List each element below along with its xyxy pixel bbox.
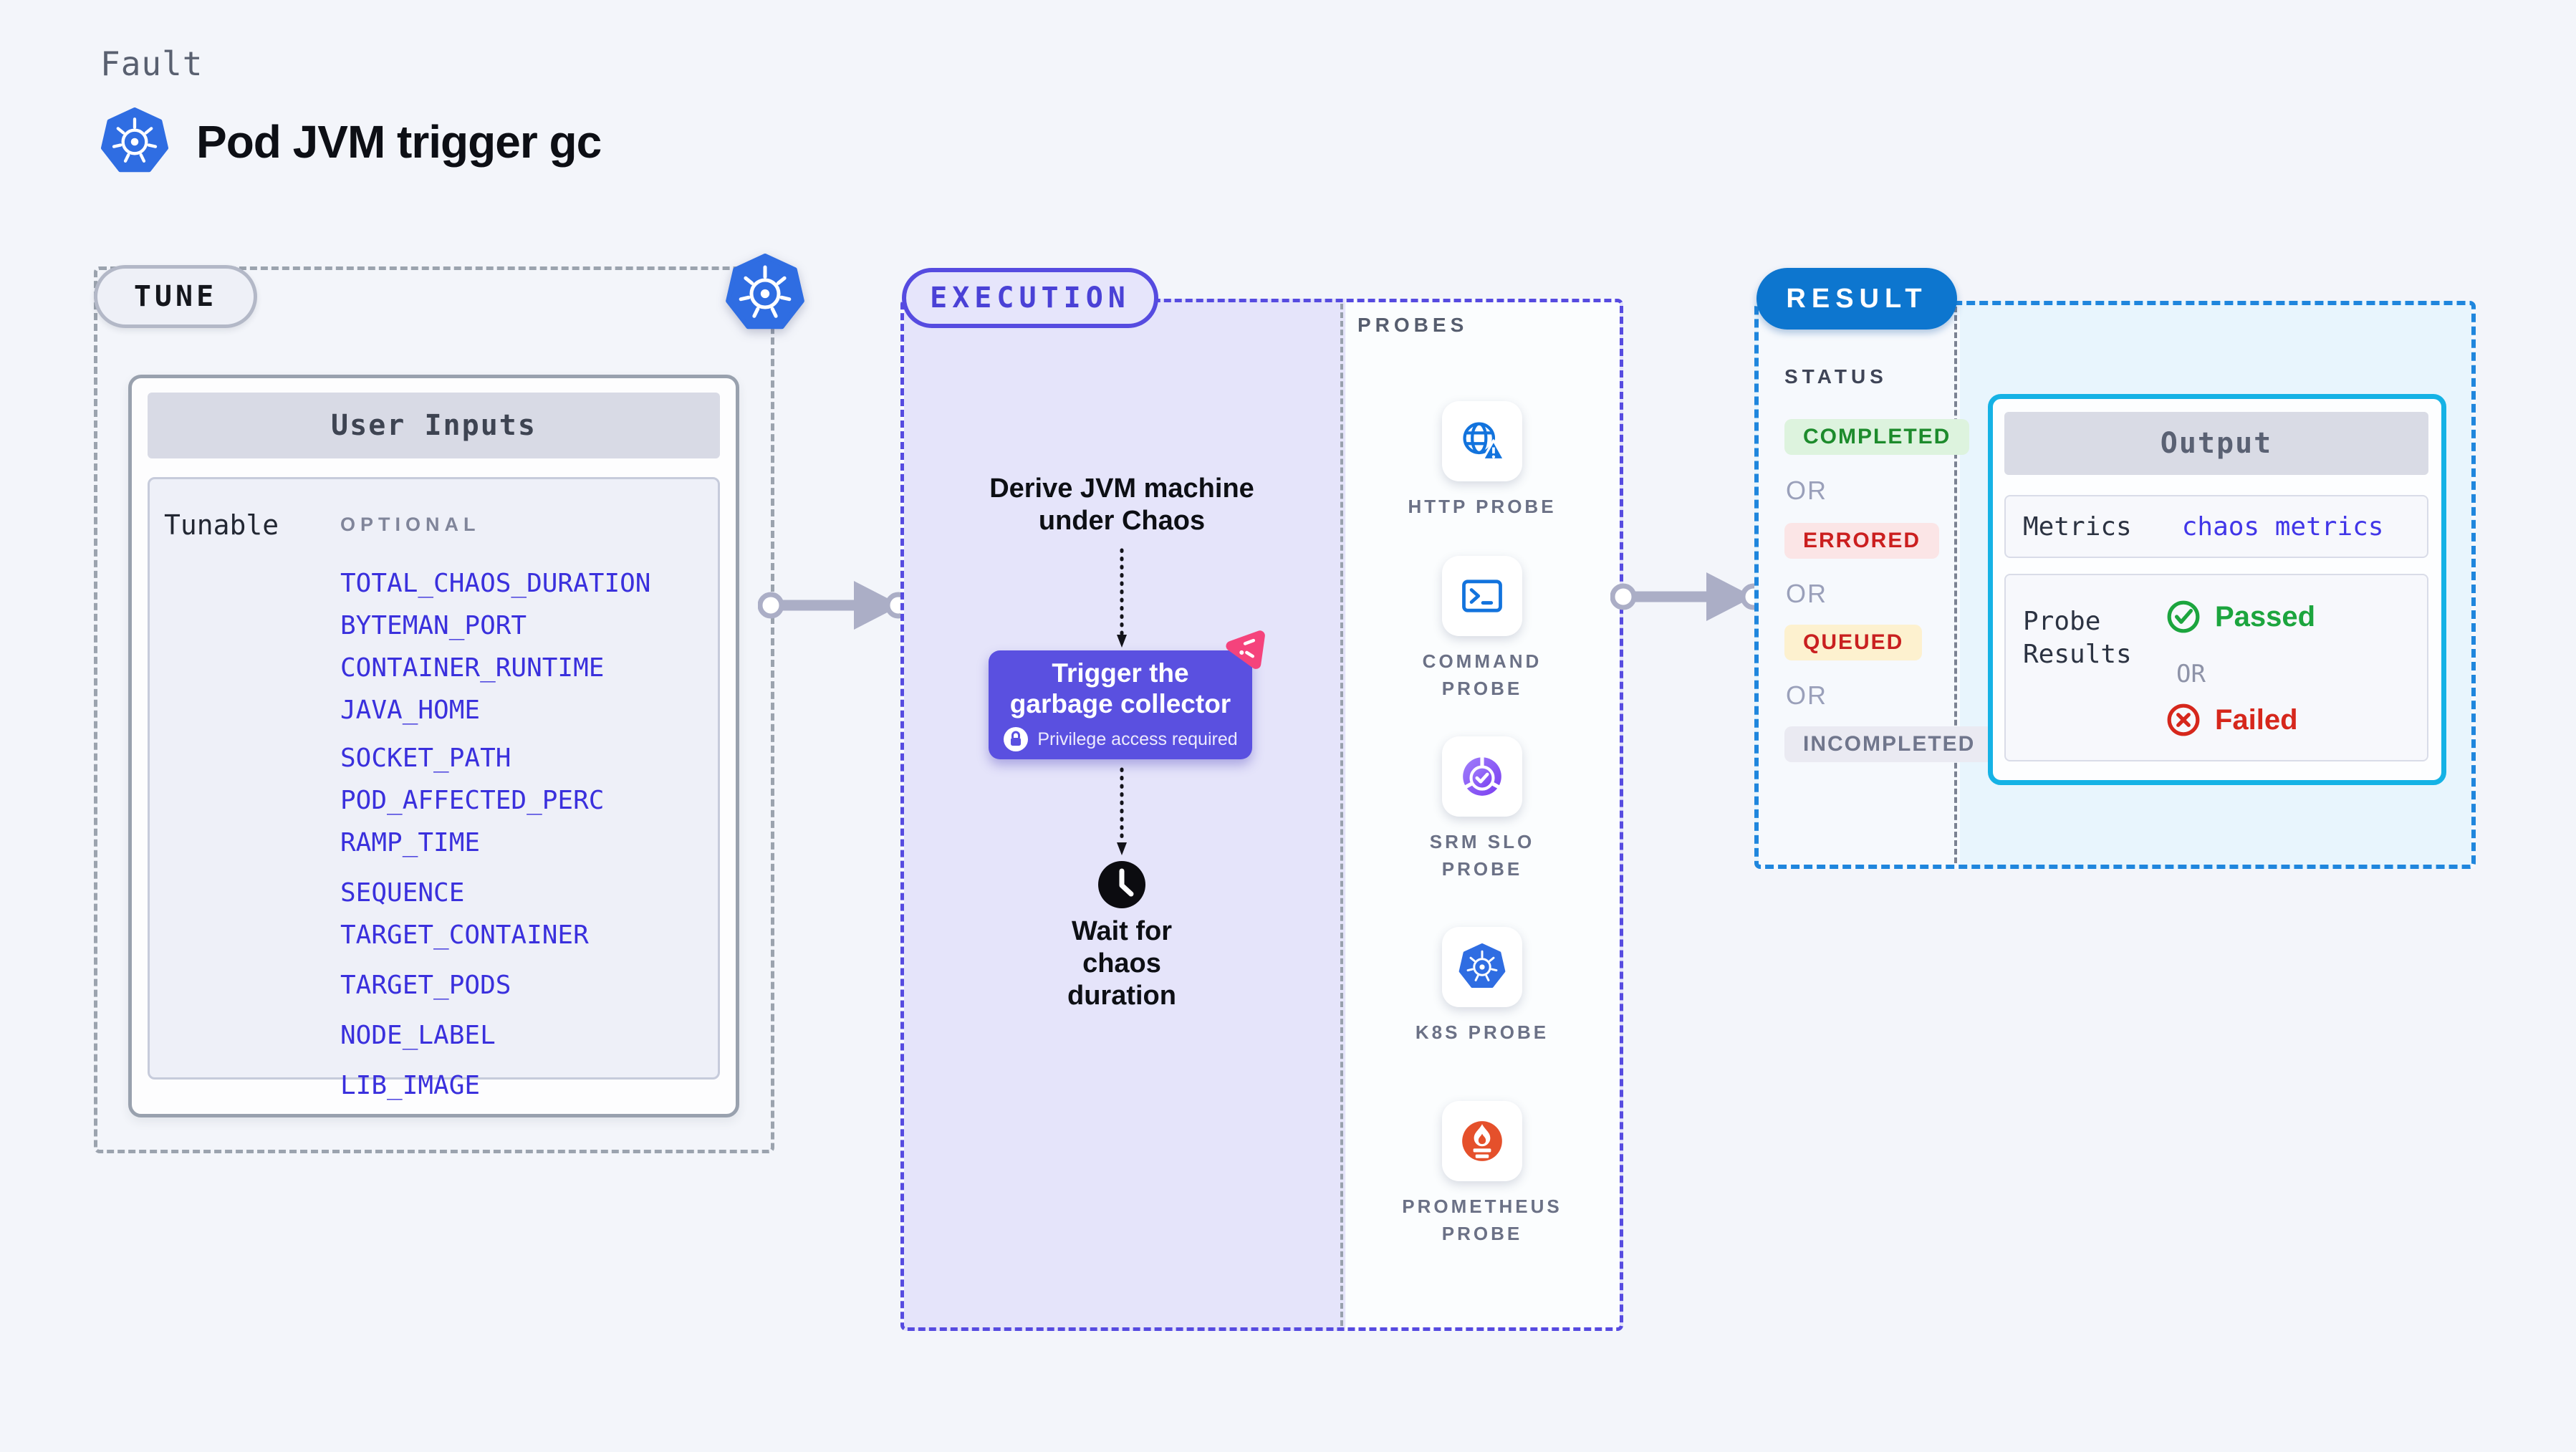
tunable-input[interactable]: SEQUENCE	[340, 878, 465, 908]
tunable-input[interactable]: TARGET_PODS	[340, 971, 511, 1000]
status-badge-completed: COMPLETED	[1784, 419, 1970, 455]
kubernetes-icon	[1458, 943, 1506, 991]
status-badge-errored: ERRORED	[1784, 523, 1940, 559]
terminal-icon	[1462, 580, 1502, 612]
chaos-pink-icon	[1226, 630, 1265, 669]
probe-item-command: COMMAND PROBE	[1388, 556, 1576, 702]
privilege-note-text: Privilege access required	[1037, 729, 1238, 749]
failed-label: Failed	[2215, 703, 2298, 736]
probe-name: SRM SLO PROBE	[1429, 831, 1535, 880]
page-header: Pod JVM trigger gc	[100, 107, 602, 176]
status-badge-incompleted: INCOMPLETED	[1784, 726, 1994, 762]
prometheus-probe-card[interactable]	[1442, 1101, 1522, 1181]
kubernetes-icon	[725, 254, 805, 334]
kubernetes-icon	[100, 107, 169, 176]
tunable-input[interactable]: TOTAL_CHAOS_DURATION	[340, 569, 651, 598]
dotted-connector-down	[1117, 548, 1127, 648]
tunable-label: Tunable	[164, 509, 279, 541]
metrics-row: Metrics chaos metrics	[2004, 495, 2428, 558]
metrics-label: Metrics	[2023, 511, 2132, 542]
probe-results-row: Probe Results Passed OR Failed	[2004, 574, 2428, 761]
dotted-connector-down	[1117, 767, 1127, 855]
flow-arrow-tune-to-execution	[758, 581, 912, 630]
tunable-input[interactable]: POD_AFFECTED_PERC	[340, 786, 605, 815]
http-probe-card[interactable]	[1442, 401, 1522, 481]
flow-arrow-execution-to-result	[1610, 572, 1767, 621]
probe-item-k8s: K8S PROBE	[1388, 927, 1576, 1046]
probe-item-http: HTTP PROBE	[1388, 401, 1576, 520]
output-card: Output Metrics chaos metrics Probe Resul…	[1988, 394, 2446, 785]
probes-section-label: PROBES	[1357, 314, 1469, 336]
result-divider	[1954, 307, 1957, 863]
user-inputs-list: Tunable OPTIONAL TOTAL_CHAOS_DURATION BY…	[148, 477, 720, 1100]
tunable-inputs: TOTAL_CHAOS_DURATION BYTEMAN_PORT CONTAI…	[340, 562, 650, 1107]
srm-slo-probe-card[interactable]	[1442, 736, 1522, 817]
probe-item-prometheus: PROMETHEUS PROBE	[1388, 1101, 1576, 1247]
probe-results-label: Probe Results	[2023, 607, 2132, 669]
or-label: OR	[1786, 476, 1827, 505]
trigger-gc-button[interactable]: Trigger the garbage collector Privilege …	[989, 650, 1252, 759]
k8s-probe-card[interactable]	[1442, 927, 1522, 1007]
trigger-gc-label: Trigger the garbage collector	[1009, 658, 1231, 718]
tunable-input[interactable]: SOCKET_PATH	[340, 744, 511, 773]
tunable-input[interactable]: TARGET_CONTAINER	[340, 920, 589, 950]
tune-section-box	[94, 266, 774, 1153]
result-section-label: RESULT	[1756, 268, 1957, 330]
command-probe-card[interactable]	[1442, 556, 1522, 636]
clock-icon	[1098, 861, 1145, 908]
optional-group-label: OPTIONAL	[340, 514, 481, 535]
tunable-input[interactable]: CONTAINER_RUNTIME	[340, 653, 605, 683]
globe-alert-icon	[1463, 422, 1506, 461]
slo-donut-check-icon	[1463, 755, 1501, 796]
probe-name: HTTP PROBE	[1408, 496, 1557, 517]
tunable-input[interactable]: JAVA_HOME	[340, 696, 481, 725]
privilege-note: Privilege access required	[1003, 726, 1238, 752]
derive-step-text: Derive JVM machine under Chaos	[989, 473, 1254, 536]
output-title: Output	[2004, 412, 2428, 475]
status-badge-queued: QUEUED	[1784, 625, 1923, 660]
fault-category-label: Fault	[100, 44, 203, 83]
or-label: OR	[1786, 681, 1827, 710]
or-label: OR	[2176, 660, 2206, 688]
probe-name: PROMETHEUS PROBE	[1402, 1196, 1562, 1244]
failed-result: Failed	[2166, 703, 2298, 737]
x-circle-icon	[2167, 703, 2200, 736]
probe-name: K8S PROBE	[1415, 1021, 1549, 1043]
status-column-label: STATUS	[1784, 365, 1888, 388]
tunable-input[interactable]: NODE_LABEL	[340, 1021, 496, 1050]
page-title: Pod JVM trigger gc	[196, 116, 602, 168]
user-inputs-title: User Inputs	[148, 393, 720, 458]
passed-result: Passed	[2166, 600, 2315, 634]
lock-icon	[1004, 727, 1029, 751]
execution-section-label: EXECUTION	[902, 268, 1158, 328]
probe-name: COMMAND PROBE	[1422, 650, 1542, 699]
prometheus-flame-icon	[1462, 1121, 1502, 1161]
tunable-input[interactable]: RAMP_TIME	[340, 828, 481, 857]
metrics-value-link[interactable]: chaos metrics	[2181, 511, 2384, 542]
tune-section-label: TUNE	[94, 265, 257, 328]
probes-divider	[1340, 304, 1343, 1326]
user-inputs-card: User Inputs Tunable OPTIONAL TOTAL_CHAOS…	[128, 375, 739, 1117]
tunable-input[interactable]: LIB_IMAGE	[340, 1071, 481, 1100]
passed-label: Passed	[2215, 600, 2316, 633]
tunable-input[interactable]: BYTEMAN_PORT	[340, 611, 527, 640]
probe-item-srm-slo: SRM SLO PROBE	[1388, 736, 1576, 883]
check-circle-icon	[2167, 600, 2200, 633]
or-label: OR	[1786, 579, 1827, 608]
wait-step-text: Wait for chaos duration	[1067, 916, 1176, 1011]
